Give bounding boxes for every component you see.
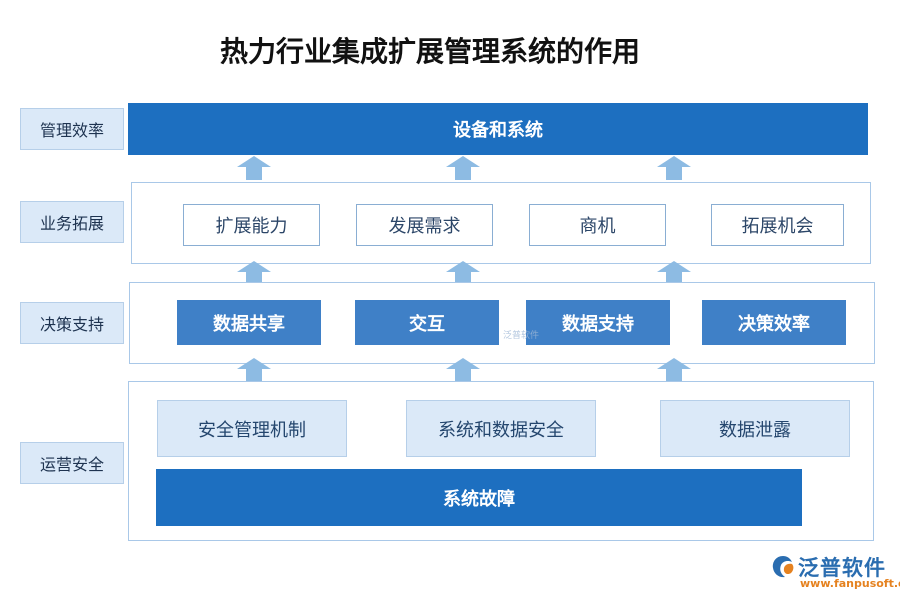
operations-bar: 系统故障 xyxy=(156,469,802,526)
business-item: 发展需求 xyxy=(356,204,493,246)
layer-label-efficiency: 管理效率 xyxy=(20,108,124,150)
operations-item: 系统和数据安全 xyxy=(406,400,596,457)
layer-label-operations: 运营安全 xyxy=(20,442,124,484)
business-item: 拓展机会 xyxy=(711,204,844,246)
up-arrow-icon xyxy=(237,358,271,382)
up-arrow-icon xyxy=(446,261,480,285)
business-item: 扩展能力 xyxy=(183,204,320,246)
up-arrow-icon xyxy=(446,156,480,180)
up-arrow-icon xyxy=(657,156,691,180)
diagram-title: 热力行业集成扩展管理系统的作用 xyxy=(219,35,640,68)
up-arrow-icon xyxy=(237,156,271,180)
operations-item: 安全管理机制 xyxy=(157,400,347,457)
decision-item: 交互 xyxy=(355,300,499,345)
decision-item: 数据共享 xyxy=(177,300,321,345)
efficiency-bar: 设备和系统 xyxy=(128,103,868,155)
up-arrow-icon xyxy=(446,358,480,382)
decision-item: 决策效率 xyxy=(702,300,846,345)
fanpu-logo: 泛普软件 www.fanpusoft.com xyxy=(770,552,900,592)
layer-label-decision: 决策支持 xyxy=(20,302,124,344)
up-arrow-icon xyxy=(657,261,691,285)
fanpu-logo-icon xyxy=(772,556,794,578)
layer-label-business: 业务拓展 xyxy=(20,201,124,243)
decision-item: 数据支持 xyxy=(526,300,670,345)
logo-brand: 泛普软件 xyxy=(798,556,886,580)
logo-url: www.fanpusoft.com xyxy=(800,577,900,590)
watermark-logo: 泛普软件 xyxy=(503,331,540,341)
up-arrow-icon xyxy=(237,261,271,285)
operations-item: 数据泄露 xyxy=(660,400,850,457)
business-item: 商机 xyxy=(529,204,666,246)
up-arrow-icon xyxy=(657,358,691,382)
